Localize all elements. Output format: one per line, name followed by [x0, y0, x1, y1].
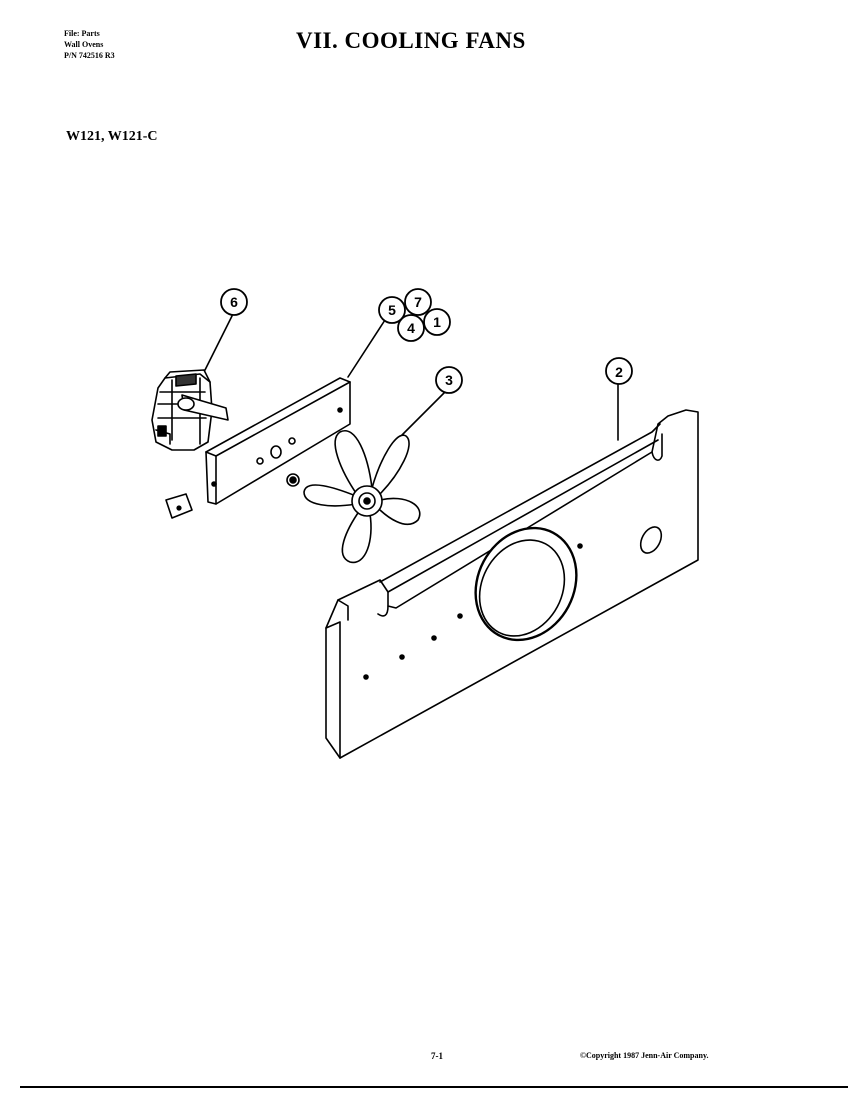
callout-4: 4: [397, 314, 425, 342]
fan-blade: [303, 429, 421, 564]
callout-3: 3: [435, 366, 463, 394]
callout-2-label: 2: [615, 364, 623, 380]
callout-3-label: 3: [445, 372, 453, 388]
callout-1: 1: [423, 308, 451, 336]
back-panel: [325, 409, 699, 759]
category-line: Wall Ovens: [64, 40, 104, 49]
callout-5: 5: [378, 296, 406, 324]
callout-1-label: 1: [433, 314, 441, 330]
leader-line-motor: [204, 315, 233, 371]
mounting-bracket: [205, 377, 351, 505]
part-number-line: P/N 742516 R3: [64, 51, 115, 60]
leader-line-fan: [401, 391, 446, 436]
callout-6-label: 6: [230, 294, 238, 310]
leader-line-bracket: [347, 319, 386, 378]
file-info: File: Parts Wall Ovens P/N 742516 R3: [64, 28, 115, 61]
footer-rule: [20, 1086, 848, 1088]
callout-5-label: 5: [388, 302, 396, 318]
callout-7: 7: [404, 288, 432, 316]
callout-2: 2: [605, 357, 633, 385]
copyright-notice: ©Copyright 1987 Jenn-Air Company.: [580, 1051, 709, 1060]
callout-6: 6: [220, 288, 248, 316]
page-number: 7-1: [431, 1051, 443, 1061]
fan-motor: [151, 369, 229, 451]
callout-4-label: 4: [407, 320, 415, 336]
model-numbers: W121, W121-C: [66, 129, 158, 144]
page-title: VII. COOLING FANS: [296, 28, 526, 53]
fan-nut: [286, 473, 300, 487]
file-line: File: Parts: [64, 29, 100, 38]
callout-7-label: 7: [414, 294, 422, 310]
motor-clip: [165, 493, 193, 519]
